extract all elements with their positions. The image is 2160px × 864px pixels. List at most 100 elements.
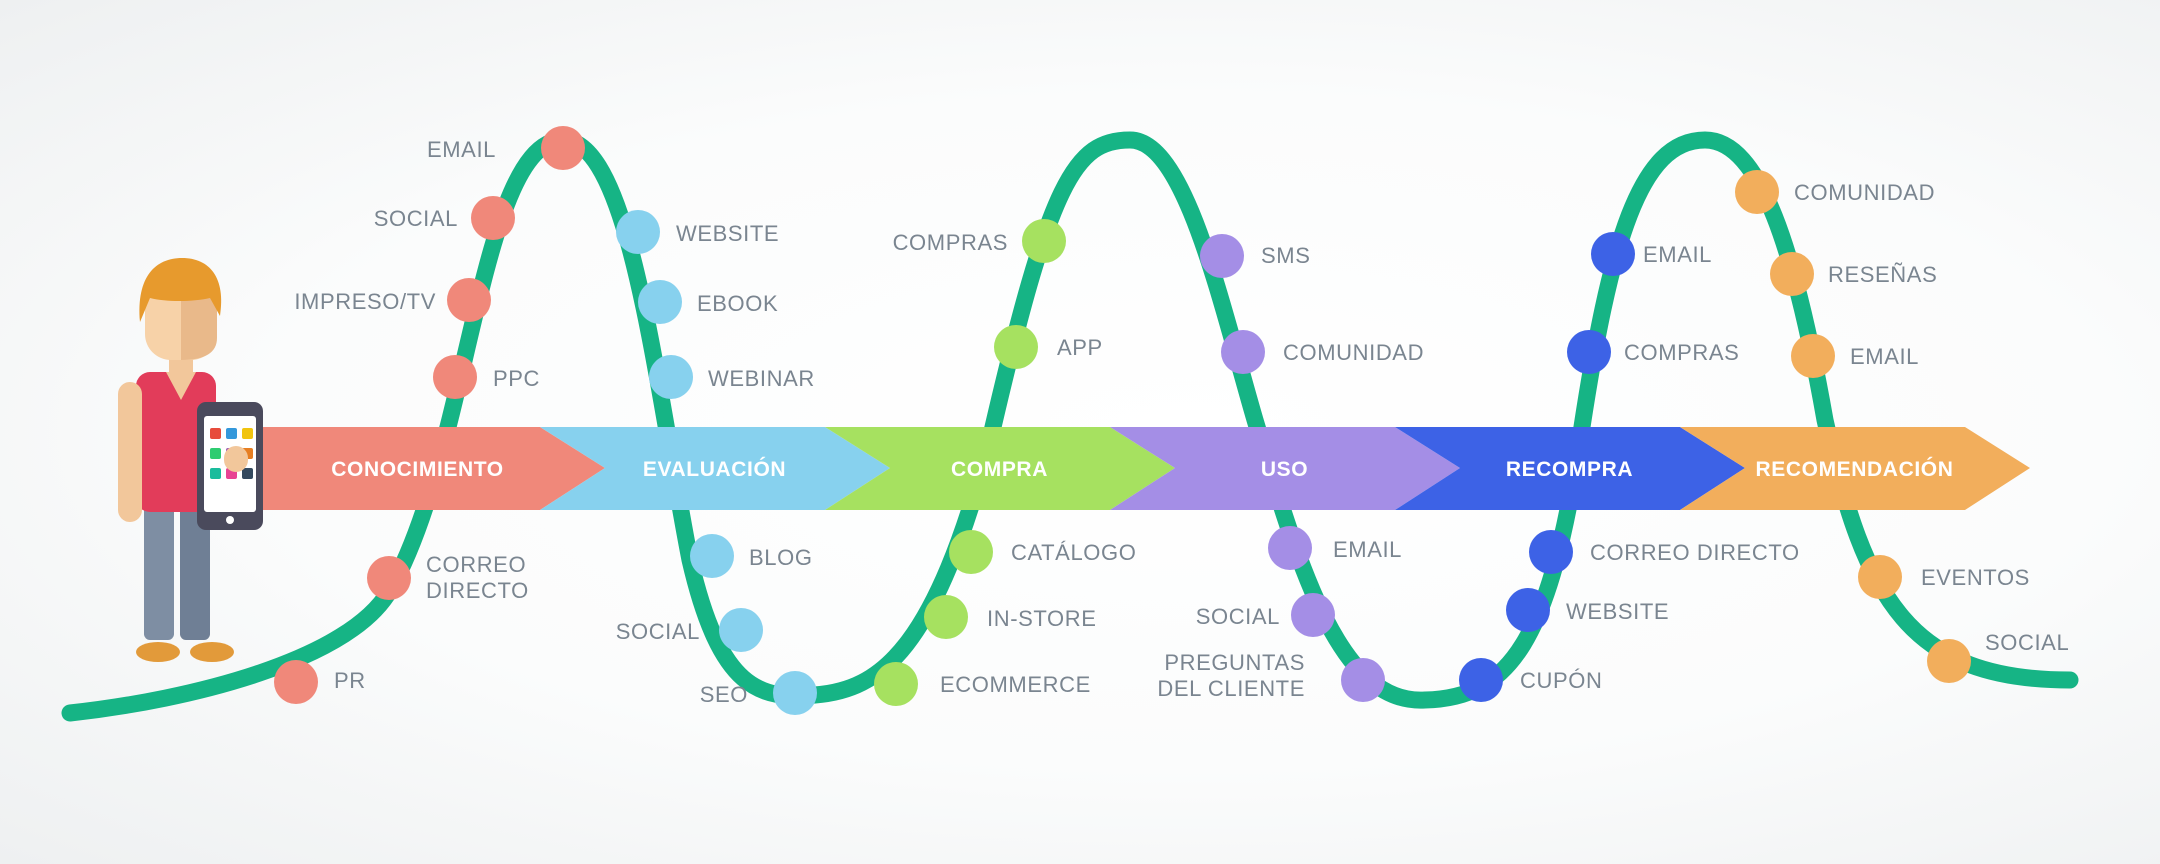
touchpoint-dot-correo-directo bbox=[367, 556, 411, 600]
touchpoint-dot-website bbox=[1506, 588, 1550, 632]
person-left-leg bbox=[144, 500, 174, 640]
touchpoint-dot-email bbox=[1268, 526, 1312, 570]
touchpoint-label-website: WEBSITE bbox=[1566, 599, 1669, 624]
touchpoint-dots bbox=[274, 126, 1971, 715]
touchpoint-label-email: EMAIL bbox=[1850, 344, 1919, 369]
touchpoint-label-website: WEBSITE bbox=[676, 221, 779, 246]
touchpoint-label-in-store: IN-STORE bbox=[987, 606, 1097, 631]
app-icon-tile bbox=[210, 468, 221, 479]
touchpoint-dot-seo bbox=[773, 671, 817, 715]
touchpoint-dot-ebook bbox=[638, 280, 682, 324]
touchpoint-label-social: SOCIAL bbox=[1196, 604, 1280, 629]
stage-arrow-recompra bbox=[1395, 427, 1745, 510]
touchpoint-label-comunidad: COMUNIDAD bbox=[1794, 180, 1935, 205]
stage-arrow-recomendacion bbox=[1680, 427, 2030, 510]
touchpoint-dot-app bbox=[994, 325, 1038, 369]
touchpoint-label-comunidad: COMUNIDAD bbox=[1283, 340, 1424, 365]
person-hand bbox=[224, 446, 248, 472]
touchpoint-label-social: SOCIAL bbox=[374, 206, 458, 231]
journey-wave-line bbox=[61, 131, 2079, 722]
stage-label-recompra: RECOMPRA bbox=[1506, 458, 1633, 481]
touchpoint-label-ppc: PPC bbox=[493, 366, 540, 391]
person-hair bbox=[139, 258, 222, 322]
touchpoint-label-impreso-tv: IMPRESO/TV bbox=[294, 289, 436, 314]
app-icon-tile bbox=[242, 468, 253, 479]
touchpoint-label-email: EMAIL bbox=[427, 137, 496, 162]
touchpoint-label-eventos: EVENTOS bbox=[1921, 565, 2030, 590]
person-left-shoe bbox=[136, 642, 180, 662]
touchpoint-dot-comunidad bbox=[1735, 170, 1779, 214]
touchpoint-label-ebook: EBOOK bbox=[697, 291, 778, 316]
person-right-shoe bbox=[190, 642, 234, 662]
touchpoint-dot-in-store bbox=[924, 595, 968, 639]
stage-arrow-uso bbox=[1110, 427, 1460, 510]
touchpoint-dot-pr bbox=[274, 660, 318, 704]
stage-label-compra: COMPRA bbox=[951, 458, 1048, 481]
touchpoint-label-social: SOCIAL bbox=[616, 619, 700, 644]
touchpoint-dot-email bbox=[1791, 334, 1835, 378]
touchpoint-dot-social bbox=[1291, 593, 1335, 637]
touchpoint-dot-social bbox=[1927, 639, 1971, 683]
stage-arrow-evaluacion bbox=[540, 427, 890, 510]
touchpoint-label-sms: SMS bbox=[1261, 243, 1310, 268]
touchpoint-dot-ecommerce bbox=[874, 662, 918, 706]
touchpoint-label-cupon: CUPÓN bbox=[1520, 668, 1602, 693]
stage-arrow-conocimiento bbox=[255, 427, 605, 510]
touchpoint-label-seo: SEO bbox=[700, 682, 748, 707]
phone-home-button bbox=[226, 516, 234, 524]
touchpoint-dot-compras bbox=[1567, 330, 1611, 374]
person-right-leg bbox=[180, 500, 210, 640]
app-icon-tile bbox=[210, 428, 221, 439]
touchpoint-dot-blog bbox=[690, 534, 734, 578]
touchpoint-dot-correo-directo bbox=[1529, 530, 1573, 574]
touchpoint-dot-catalogo bbox=[949, 530, 993, 574]
touchpoint-label-ecommerce: ECOMMERCE bbox=[940, 672, 1091, 697]
touchpoint-label-compras: COMPRAS bbox=[893, 230, 1008, 255]
person-neck bbox=[166, 372, 196, 400]
touchpoint-dot-ppc bbox=[433, 355, 477, 399]
touchpoint-label-email: EMAIL bbox=[1643, 242, 1712, 267]
touchpoint-dot-preguntas-del-cliente bbox=[1341, 658, 1385, 702]
touchpoint-label-correo-directo: CORREO DIRECTO bbox=[1590, 540, 1800, 565]
touchpoint-label-catalogo: CATÁLOGO bbox=[1011, 540, 1136, 565]
person-shirt bbox=[136, 372, 216, 512]
touchpoint-dot-impreso-tv bbox=[447, 278, 491, 322]
touchpoint-label-blog: BLOG bbox=[749, 545, 813, 570]
touchpoint-label-pr: PR bbox=[334, 668, 366, 693]
stage-label-conocimiento: CONOCIMIENTO bbox=[331, 458, 503, 481]
touchpoint-dot-email bbox=[1591, 232, 1635, 276]
touchpoint-dot-sms bbox=[1200, 234, 1244, 278]
touchpoint-dot-compras bbox=[1022, 219, 1066, 263]
touchpoint-dot-cupon bbox=[1459, 658, 1503, 702]
wave-layer bbox=[61, 131, 2079, 722]
app-icon-tile bbox=[210, 448, 221, 459]
touchpoint-dot-eventos bbox=[1858, 555, 1902, 599]
stage-label-evaluacion: EVALUACIÓN bbox=[643, 457, 786, 481]
touchpoint-dot-email bbox=[541, 126, 585, 170]
touchpoint-dot-comunidad bbox=[1221, 330, 1265, 374]
person-arm bbox=[118, 382, 142, 522]
touchpoint-dot-resenas bbox=[1770, 252, 1814, 296]
touchpoint-label-email: EMAIL bbox=[1333, 537, 1402, 562]
stage-arrows: CONOCIMIENTO EVALUACIÓN COMPRA USO RECOMPRA R… bbox=[255, 427, 2030, 510]
stage-label-uso: USO bbox=[1261, 458, 1308, 481]
stage-arrow-compra bbox=[825, 427, 1175, 510]
touchpoint-dot-social bbox=[471, 196, 515, 240]
touchpoint-dot-website bbox=[616, 210, 660, 254]
app-icon-tile bbox=[242, 428, 253, 439]
touchpoint-dot-social bbox=[719, 608, 763, 652]
touchpoint-label-webinar: WEBINAR bbox=[708, 366, 815, 391]
touchpoint-label-app: APP bbox=[1057, 335, 1103, 360]
app-icon-tile bbox=[226, 428, 237, 439]
stage-label-recomendacion: RECOMENDACIÓN bbox=[1756, 457, 1954, 481]
touchpoint-label-compras: COMPRAS bbox=[1624, 340, 1739, 365]
touchpoint-label-social: SOCIAL bbox=[1985, 630, 2069, 655]
person-illustration bbox=[118, 258, 263, 662]
touchpoint-label-resenas: RESEÑAS bbox=[1828, 262, 1937, 287]
touchpoint-dot-webinar bbox=[649, 355, 693, 399]
